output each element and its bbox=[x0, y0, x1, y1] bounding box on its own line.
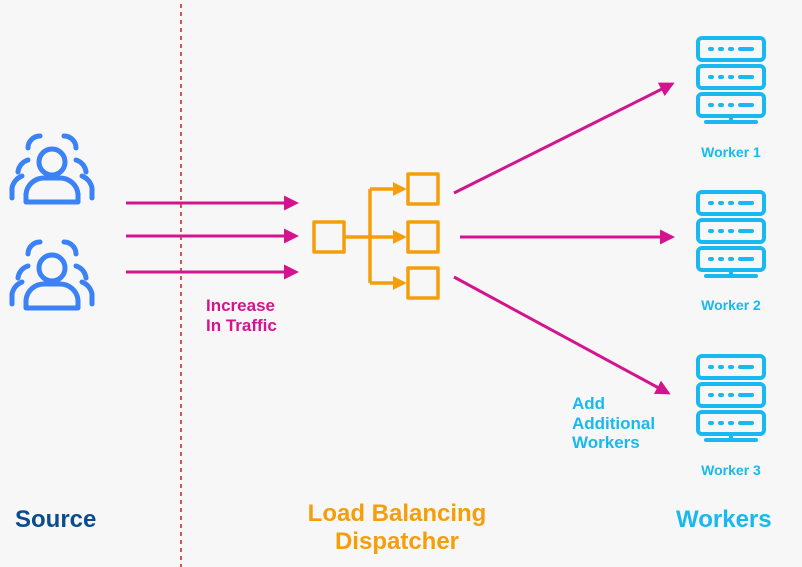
increase-traffic-line: Increase bbox=[206, 296, 275, 315]
dispatch-arrows bbox=[453, 82, 675, 395]
increase-traffic-line: In Traffic bbox=[206, 315, 277, 335]
source-title: Source bbox=[15, 506, 97, 533]
dispatch-arrow-worker-3 bbox=[453, 275, 671, 395]
server-icon bbox=[696, 354, 766, 442]
workers-title: Workers bbox=[676, 506, 772, 533]
user-group-icon bbox=[12, 242, 92, 308]
dispatcher-title-line: Load Balancing bbox=[307, 500, 487, 527]
dispatcher-title-line: Dispatcher bbox=[334, 527, 460, 555]
add-workers-line: Add bbox=[572, 394, 606, 413]
worker-label: Worker 1 bbox=[701, 144, 761, 160]
server-icon bbox=[696, 36, 766, 124]
dispatcher-title: Load Balancing Dispatcher bbox=[290, 500, 504, 555]
dispatch-arrow-worker-1 bbox=[453, 82, 675, 195]
dispatcher-tree-icon bbox=[312, 172, 440, 300]
worker-label: Worker 3 bbox=[701, 462, 761, 478]
dispatcher-output-box bbox=[406, 266, 440, 300]
add-workers-line: Workers bbox=[572, 433, 640, 453]
server-icon bbox=[696, 190, 766, 278]
user-group-icon bbox=[12, 136, 92, 202]
add-workers-line: Additional bbox=[572, 413, 656, 433]
increase-traffic-note: Increase In Traffic bbox=[206, 296, 277, 335]
dispatcher-input-box bbox=[312, 220, 346, 254]
incoming-traffic-arrows bbox=[126, 195, 299, 280]
dispatcher-output-box bbox=[406, 172, 440, 206]
worker-label: Worker 2 bbox=[701, 297, 761, 313]
add-workers-note: Add Additional Workers bbox=[572, 394, 655, 453]
dispatcher-output-box bbox=[406, 220, 440, 254]
